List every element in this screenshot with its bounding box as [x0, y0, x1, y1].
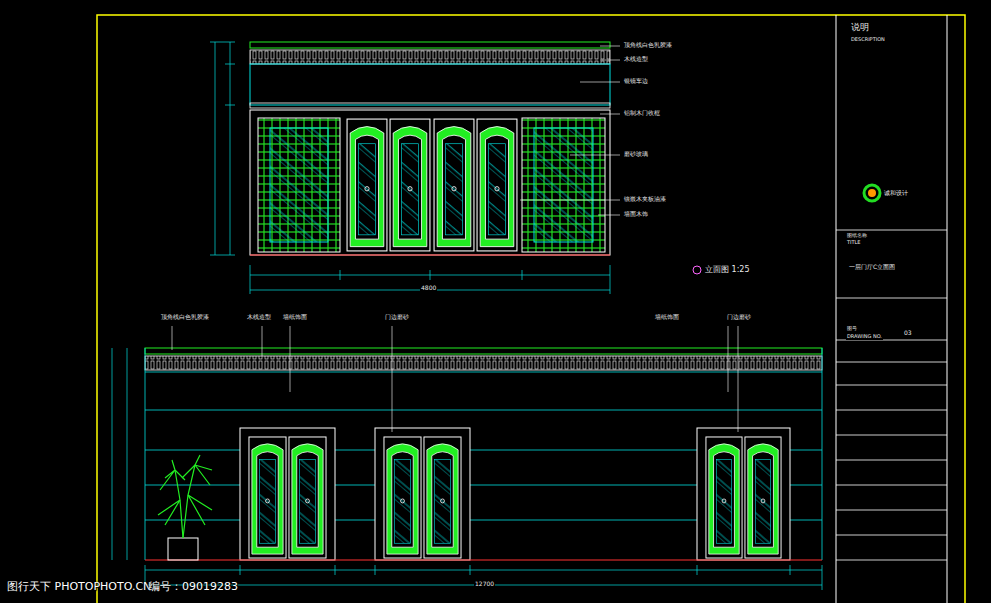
material-callout: 磨砂玻璃 — [623, 151, 649, 158]
material-callout: 墙面木饰 — [623, 211, 649, 218]
material-callout: 镶嵌木夹板油漆 — [623, 196, 667, 203]
dimension: 4800 — [420, 285, 437, 292]
material-callout: 顶角线白色乳胶漆 — [623, 42, 673, 49]
material-callout: 墙纸饰面 — [282, 314, 308, 321]
watermark: 图行天下 PHOTOPHOTO.CN — [6, 581, 152, 593]
material-callout: 门边磨砂 — [384, 314, 410, 321]
title-field-en: TITLE — [846, 240, 862, 246]
material-callout: 顶角线白色乳胶漆 — [160, 314, 210, 321]
sheet-heading-en: DESCRIPTION — [850, 37, 886, 43]
material-callout: 木线造型 — [246, 314, 272, 321]
company-logo: 诚和设计 — [883, 190, 909, 197]
drawing-number: 03 — [903, 330, 913, 337]
dimension: 12700 — [474, 581, 495, 588]
drawing-no-field: 图号 — [846, 326, 858, 332]
material-callout: 墙纸饰面 — [654, 314, 680, 321]
material-callout: 银镜车边 — [623, 78, 649, 85]
watermark: 编号：09019283 — [148, 581, 239, 593]
material-callout: 木线造型 — [623, 56, 649, 63]
material-callout: 铝制木门收框 — [623, 110, 661, 117]
material-callout: 门边磨砂 — [726, 314, 752, 321]
sheet-heading: 说明 — [850, 23, 870, 33]
drawing-no-field-en: DRAWING NO. — [846, 334, 883, 340]
title-field: 图纸名称 — [846, 233, 868, 239]
view-scale: 立面图 1:25 — [704, 266, 751, 275]
drawing-title: 一层门厅C立面图 — [848, 264, 896, 271]
